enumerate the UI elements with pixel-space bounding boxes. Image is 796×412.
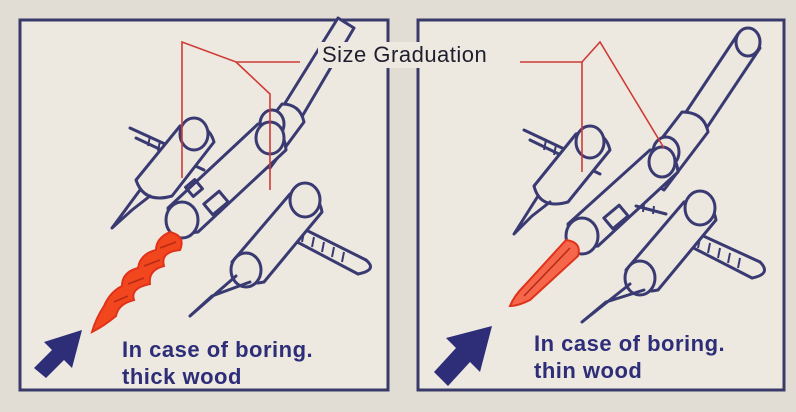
left-panel <box>18 16 390 392</box>
left-leader-lines <box>181 40 300 190</box>
right-direction-arrow-icon <box>434 326 492 386</box>
size-graduation-title: Size Graduation <box>318 42 492 68</box>
right-leader-lines <box>520 40 665 172</box>
left-caption-line-2: thick wood <box>122 364 242 389</box>
right-centre-body <box>564 145 680 256</box>
right-caption-line-2: thin wood <box>534 358 643 383</box>
right-upper-cutter <box>512 124 612 236</box>
left-caption: In case of boring. thick wood <box>122 336 313 390</box>
left-direction-arrow-icon <box>34 330 82 378</box>
right-caption: In case of boring. thin wood <box>534 330 725 384</box>
right-lower-cutter <box>580 189 766 324</box>
left-upper-cutter <box>110 116 216 230</box>
left-caption-line-1: In case of boring. <box>122 337 314 362</box>
right-panel <box>416 18 786 392</box>
left-drill-bit <box>90 230 183 334</box>
right-drill-bit <box>508 238 580 308</box>
left-lower-cutter <box>188 181 372 318</box>
right-caption-line-1: In case of boring. <box>534 331 726 356</box>
